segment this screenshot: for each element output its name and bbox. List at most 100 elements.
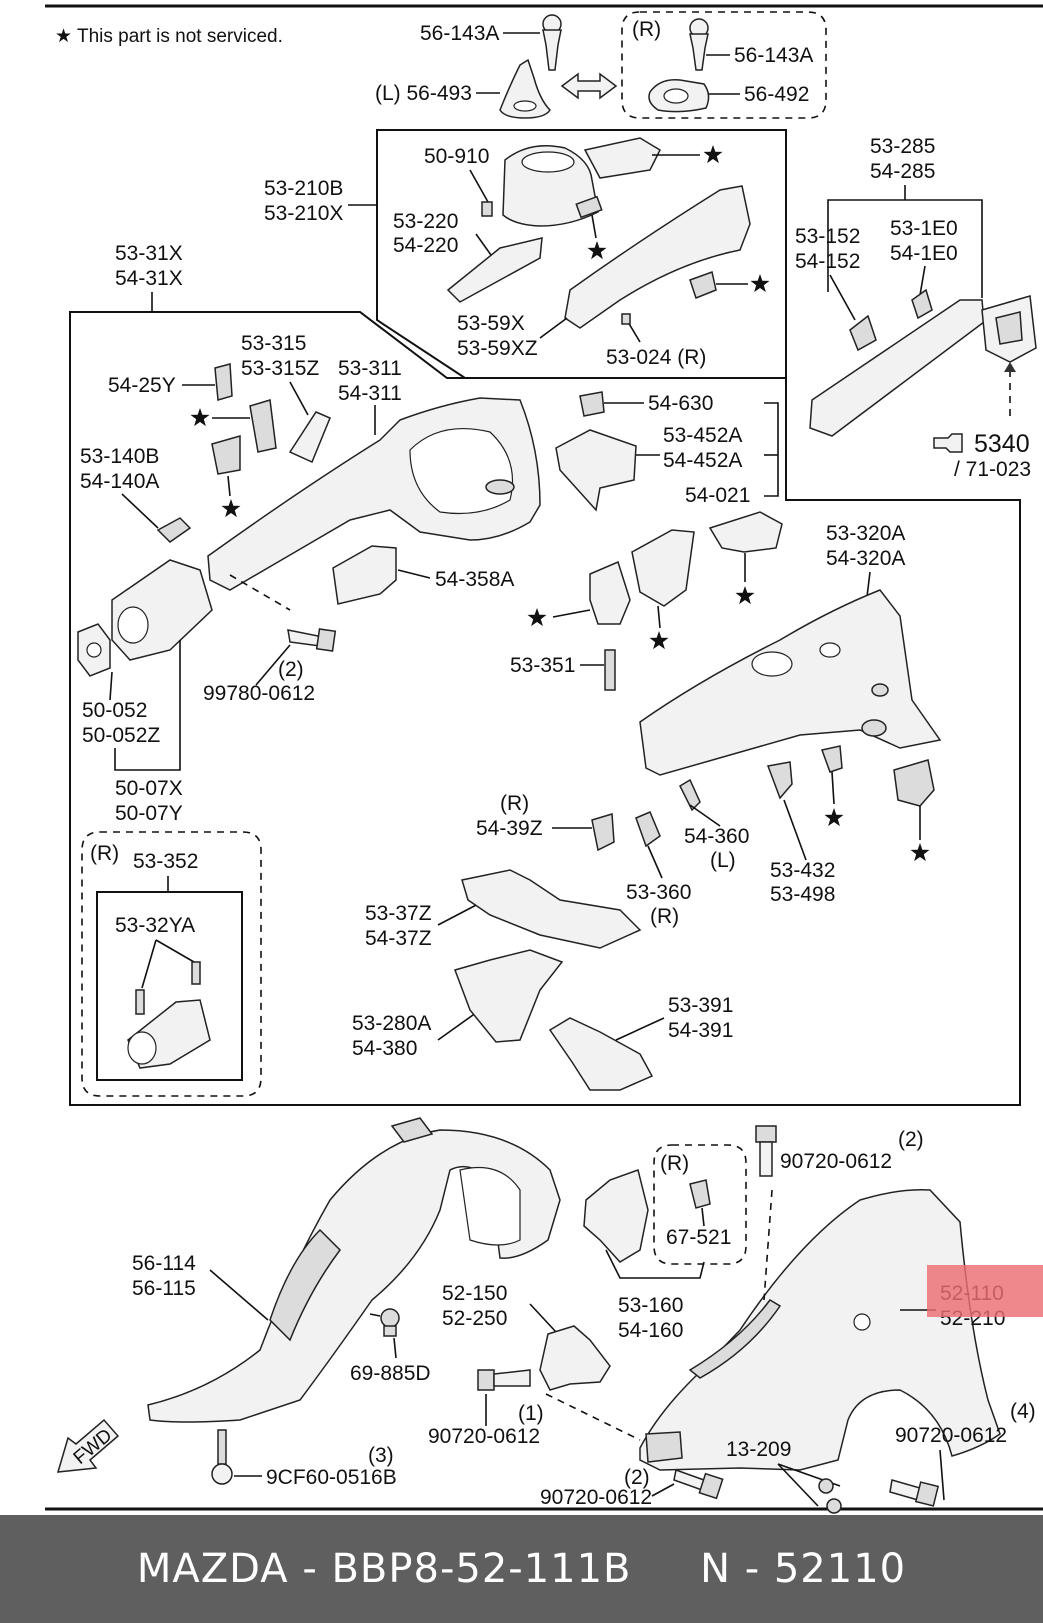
crash-can-50-07X (111, 559, 213, 661)
label-54-1E0: 54-1E0 (890, 242, 958, 265)
small-bracket-b (689, 271, 717, 299)
label-R-low: (R) (660, 1152, 689, 1175)
label-99780: 99780-0612 (203, 682, 315, 705)
parts-diagram: ★ This part is not serviced. 56-143A (L)… (45, 4, 1043, 1514)
star-8 (527, 608, 547, 627)
fwd-arrow: FWD (56, 1418, 120, 1473)
leader-star-5 (227, 475, 231, 497)
label-53-31X: 53-31X (115, 242, 183, 265)
label-56-143A-top: 56-143A (420, 22, 499, 45)
clip-50-910 (481, 201, 493, 217)
leader-fender-dash (763, 1189, 773, 1301)
label-q1: (1) (518, 1402, 544, 1425)
label-q2-a: (2) (278, 658, 304, 681)
label-13-209: 13-209 (726, 1438, 791, 1461)
label-54-39Z: 54-39Z (476, 817, 543, 840)
label-50-052: 50-052 (82, 699, 147, 722)
label-53-152: 53-152 (795, 225, 860, 248)
part-53-352 (127, 999, 211, 1069)
footer-part-reference: MAZDA - BBP8-52-111B N - 52110 (136, 1546, 907, 1592)
apron-reinforcement (564, 185, 751, 329)
bracket-54-25Y (214, 363, 233, 401)
strut-tower-part (502, 137, 661, 227)
label-r-top: (R) (632, 18, 661, 41)
label-53-59XZ: 53-59XZ (457, 337, 538, 360)
label-53-32YA: 53-32YA (115, 914, 195, 937)
leader-54-360 (689, 804, 721, 827)
bracket-53-452A (555, 429, 637, 512)
bracket-54-360 (679, 778, 701, 812)
group-r-strut-box (621, 11, 827, 119)
bracket-star-9 (821, 745, 843, 773)
leader-53-140B (121, 493, 159, 529)
label-54-360: 54-360 (684, 825, 749, 848)
leader-90720-d (651, 1483, 675, 1497)
panel-53-37Z (461, 869, 642, 949)
star-3 (750, 274, 770, 293)
label-56-114: 56-114 (132, 1252, 196, 1275)
leader-53-360 (647, 845, 663, 879)
label-53-315: 53-315 (241, 332, 306, 355)
label-69-885D: 69-885D (350, 1362, 431, 1385)
bracket-53-160 (583, 1169, 649, 1263)
label-53-210X: 53-210X (264, 202, 343, 225)
bracket-53-360 (635, 811, 661, 848)
bracket-53-315 (288, 411, 331, 464)
bracket-mid-a (631, 529, 695, 607)
leader-67-521 (701, 1207, 705, 1227)
label-71-023: / 71-023 (954, 458, 1031, 481)
label-54-630: 54-630 (648, 392, 713, 415)
bracket-mid-b (589, 560, 631, 625)
leader-bracket-dash (545, 1393, 641, 1441)
label-53-320A: 53-320A (826, 522, 905, 545)
bolt-99780-0612 (287, 628, 337, 652)
label-q2-c: (2) (624, 1466, 650, 1489)
swap-arrow (560, 72, 618, 100)
bolt-90720-b (477, 1369, 531, 1391)
star-10 (910, 843, 930, 862)
label-54-140A: 54-140A (80, 470, 159, 493)
arrow-5340 (1004, 362, 1016, 372)
label-53-315Z: 53-315Z (241, 357, 319, 380)
leader-53-024 (627, 321, 641, 343)
label-53-452A: 53-452A (663, 424, 742, 447)
front-side-member (207, 397, 541, 591)
label-50-910: 50-910 (424, 145, 489, 168)
bracket-52-150 (539, 1325, 611, 1391)
label-56-493: (L) 56-493 (375, 82, 472, 105)
star-4 (190, 408, 210, 427)
bracket-a-frame (249, 399, 277, 453)
leader-69-885D (393, 1337, 397, 1359)
bracket-53-220 (446, 237, 543, 303)
label-q4: (4) (1010, 1400, 1036, 1423)
star-7 (649, 631, 669, 650)
group-r-53-352-box (81, 831, 262, 1097)
label-56-492: 56-492 (744, 83, 809, 106)
leader-54-358A (397, 569, 431, 579)
plate-50-052-hole (86, 642, 102, 658)
leader-53-315 (289, 381, 309, 416)
leader-53-32YA-a (141, 939, 157, 989)
leader-53-432 (783, 799, 807, 861)
label-54-452A: 54-452A (663, 449, 742, 472)
bolt-90720-d (673, 1469, 724, 1500)
cowl-member (809, 288, 985, 437)
label-50-07Y: 50-07Y (115, 802, 183, 825)
label-53-391: 53-391 (668, 994, 733, 1017)
leader-53-280A (437, 1009, 481, 1041)
leader-star-8 (552, 609, 591, 618)
bracket-54-358A (332, 545, 397, 605)
screw-9CF60 (211, 1429, 233, 1485)
label-52-250: 52-250 (442, 1307, 507, 1330)
leader-53-59X (539, 317, 568, 339)
label-54-220: 54-220 (393, 234, 458, 257)
bracket-54-630 (579, 391, 605, 417)
front-frame-group-box (69, 311, 1021, 1106)
label-54-021: 54-021 (685, 484, 750, 507)
label-53-432: 53-432 (770, 859, 835, 882)
label-50-07X: 50-07X (115, 777, 183, 800)
label-9CF60: 9CF60-0516B (266, 1466, 397, 1489)
small-bracket-a (575, 195, 603, 219)
bolt-53-32YA-a (135, 989, 145, 1015)
pin-53-351 (604, 649, 616, 691)
